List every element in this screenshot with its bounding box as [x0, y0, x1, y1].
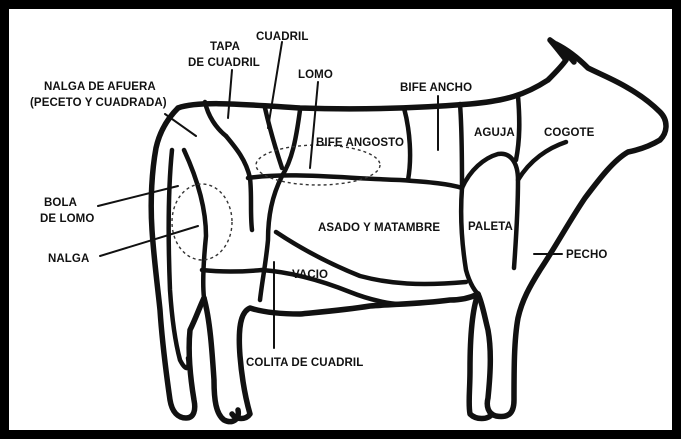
label-bife-ancho: BIFE ANCHO	[400, 82, 472, 94]
label-colita: COLITA DE CUADRIL	[246, 357, 363, 369]
cut-line-vacio	[260, 176, 282, 300]
label-lomo: LOMO	[298, 69, 333, 81]
label-cuadril: CUADRIL	[256, 31, 308, 43]
label-bola-line2: DE LOMO	[40, 213, 94, 225]
leader-nalga-afuera	[165, 114, 196, 136]
cut-line-tapa	[205, 102, 226, 136]
cut-line-rump	[226, 136, 252, 230]
tail-outline	[169, 150, 189, 368]
leader-lomo	[310, 82, 318, 168]
label-bola-line1: BOLA	[44, 197, 77, 209]
label-nalga-afuera-line1: NALGA DE AFUERA	[44, 81, 156, 93]
label-vacio: VACIO	[292, 269, 328, 281]
cut-line-aguja	[516, 96, 519, 160]
label-tapa-line2: DE CUADRIL	[188, 57, 260, 69]
label-nalga-afuera-line2: (PECETO Y CUADRADA)	[30, 97, 167, 109]
label-aguja: AGUJA	[474, 127, 515, 139]
cut-line-paleta	[462, 154, 518, 268]
leader-bola	[98, 186, 178, 206]
cut-line-lomo	[282, 110, 300, 176]
cut-line-paleta-lower	[461, 188, 478, 294]
cut-line-cuadril	[265, 108, 282, 168]
label-bife-angosto: BIFE ANGOSTO	[316, 137, 404, 149]
cut-line-bife-angosto	[404, 108, 410, 180]
hind-leg-outline	[151, 108, 204, 418]
cut-line-bife-ancho	[460, 104, 462, 186]
label-asado: ASADO Y MATAMBRE	[318, 222, 440, 234]
cut-line-nalga	[184, 150, 206, 298]
label-pecho: PECHO	[566, 249, 607, 261]
label-cogote: COGOTE	[544, 127, 595, 139]
label-tapa-line1: TAPA	[210, 41, 240, 53]
leader-cuadril	[268, 42, 282, 128]
label-nalga: NALGA	[48, 253, 89, 265]
cut-line-neck	[518, 142, 566, 180]
leader-tapa	[228, 70, 232, 118]
hind-leg-rear-outline	[204, 298, 238, 422]
label-paleta: PALETA	[468, 221, 513, 233]
